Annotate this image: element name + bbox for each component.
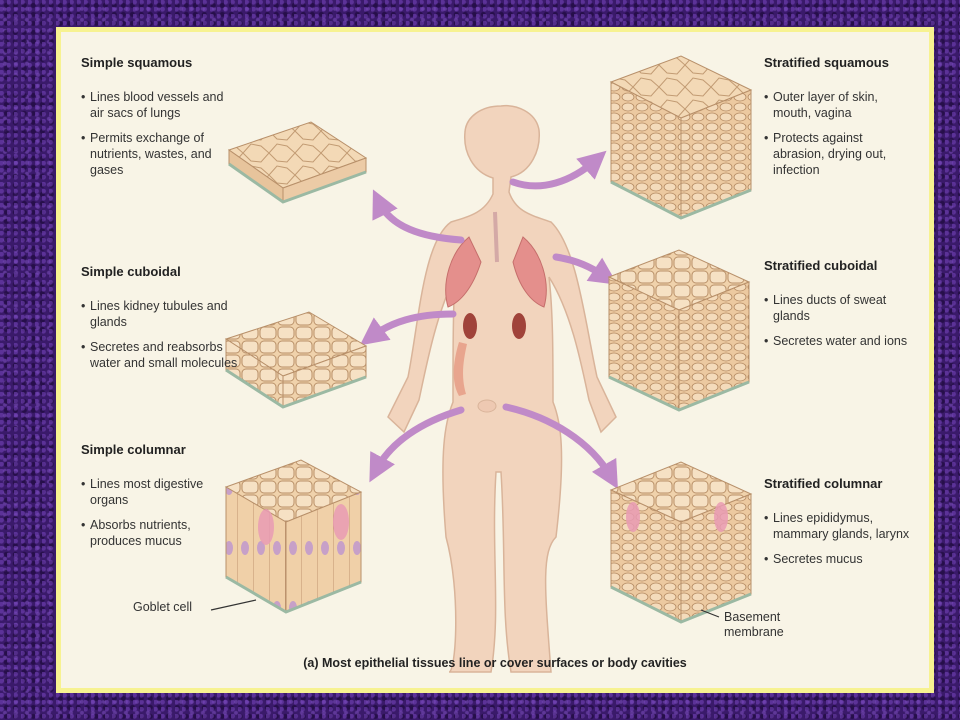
- bullet-item: Permits exchange of nutrients, wastes, a…: [81, 130, 231, 178]
- human-figure: [387, 104, 617, 673]
- arrows: [359, 150, 618, 490]
- bullet-item: Lines blood vessels and air sacs of lung…: [81, 89, 231, 121]
- bullets-stratified-cuboidal: Lines ducts of sweat glands Secretes wat…: [764, 292, 909, 358]
- heading-simple-columnar: Simple columnar: [81, 442, 186, 457]
- bullet-item: Secretes mucus: [764, 551, 914, 567]
- stratified-squamous-block: [609, 55, 753, 220]
- bullet-item: Lines kidney tubules and glands: [81, 298, 241, 330]
- heading-stratified-squamous: Stratified squamous: [764, 55, 889, 70]
- bullet-item: Outer layer of skin, mouth, vagina: [764, 89, 909, 121]
- bullet-item: Lines most digestive organs: [81, 476, 241, 508]
- bullet-item: Protects against abrasion, drying out, i…: [764, 130, 909, 178]
- heading-stratified-columnar: Stratified columnar: [764, 476, 883, 491]
- bullets-simple-squamous: Lines blood vessels and air sacs of lung…: [81, 89, 231, 187]
- bullet-item: Lines ducts of sweat glands: [764, 292, 909, 324]
- simple-cuboidal-block: [224, 311, 368, 409]
- figure-panel: Simple squamous Lines blood vessels and …: [56, 27, 934, 693]
- stratified-cuboidal-block: [607, 249, 751, 412]
- heading-simple-squamous: Simple squamous: [81, 55, 193, 70]
- bullet-item: Absorbs nutrients, produces mucus: [81, 517, 241, 549]
- bullet-item: Lines epididymus, mammary glands, larynx: [764, 510, 914, 542]
- bullets-stratified-squamous: Outer layer of skin, mouth, vagina Prote…: [764, 89, 909, 187]
- basement-membrane-label: Basement membrane: [724, 610, 784, 639]
- goblet-cell-label: Goblet cell: [133, 600, 193, 614]
- bullets-simple-cuboidal: Lines kidney tubules and glands Secretes…: [81, 298, 241, 380]
- goblet-cell-shape: [258, 509, 274, 545]
- illustration: [210, 55, 753, 673]
- bullets-simple-columnar: Lines most digestive organs Absorbs nutr…: [81, 476, 241, 558]
- bullet-item: Secretes and reabsorbs water and small m…: [81, 339, 241, 371]
- basement-membrane-pointer: [700, 609, 720, 618]
- bullet-item: Secretes water and ions: [764, 333, 909, 349]
- simple-columnar-block: [210, 459, 363, 614]
- heading-stratified-cuboidal: Stratified cuboidal: [764, 258, 878, 273]
- stratified-columnar-block: [609, 461, 753, 624]
- goblet-cell-pointer: [210, 599, 257, 611]
- simple-squamous-block: [227, 121, 368, 204]
- heading-simple-cuboidal: Simple cuboidal: [81, 264, 181, 279]
- figure-caption: (a) Most epithelial tissues line or cove…: [303, 656, 687, 670]
- bullets-stratified-columnar: Lines epididymus, mammary glands, larynx…: [764, 510, 914, 576]
